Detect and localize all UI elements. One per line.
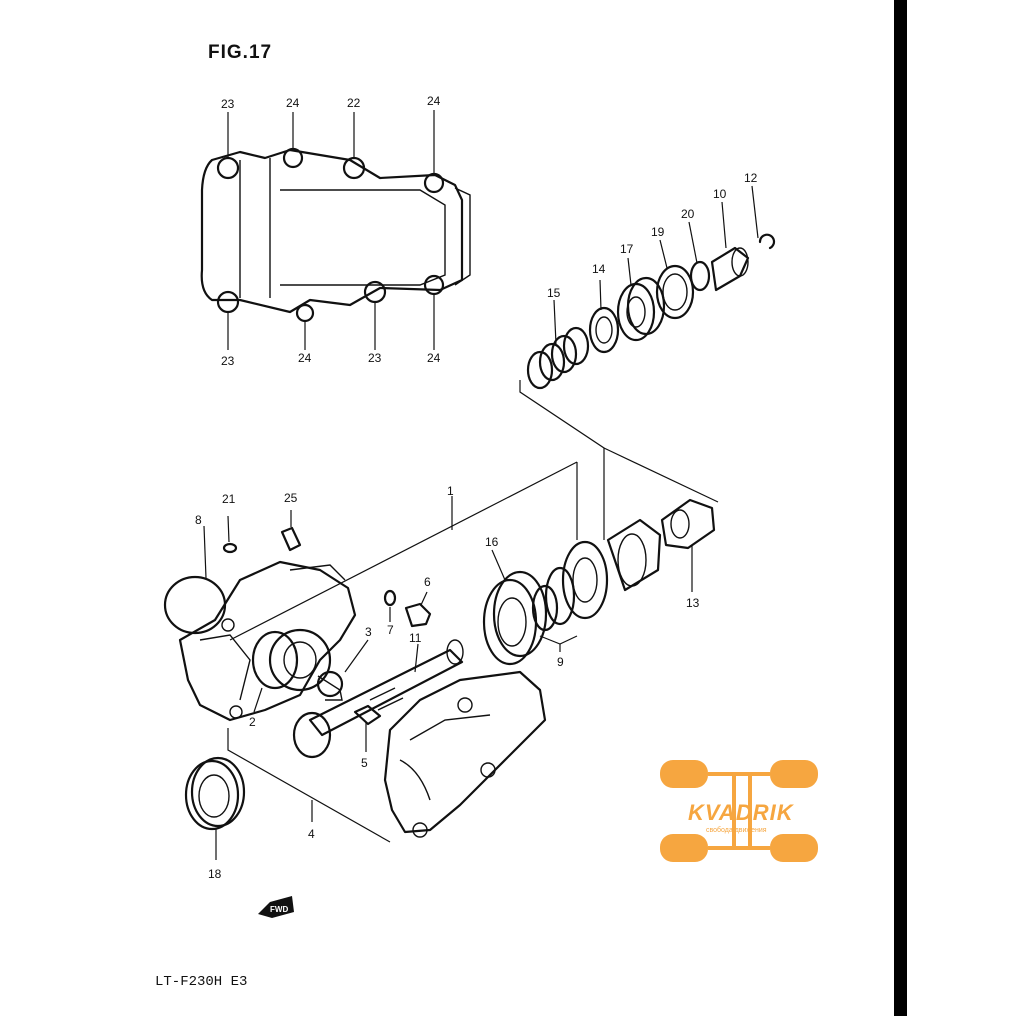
callout-6: 6	[424, 575, 431, 589]
callout-1: 1	[447, 484, 454, 498]
callout-25: 25	[284, 491, 298, 505]
gear-case-cover-4	[383, 670, 547, 838]
o-ring-8	[163, 575, 227, 635]
assembly-leaders	[229, 380, 719, 641]
tire-icon	[660, 760, 818, 862]
kvadrik-logo: KVADRIK свобода движения	[660, 760, 818, 862]
callout-4: 4	[308, 827, 315, 841]
callout-2: 2	[249, 715, 256, 729]
svg-text:KVADRIK: KVADRIK	[688, 800, 795, 825]
collar	[606, 518, 662, 592]
callout-23-top: 23	[221, 97, 235, 111]
bolt-6	[404, 602, 432, 628]
callout-10: 10	[713, 187, 727, 201]
gearcase-cover-plate	[200, 147, 471, 323]
callout-24-top-2: 24	[427, 94, 441, 108]
figure-title: FIG.17	[208, 42, 272, 63]
ring-19	[655, 264, 695, 320]
shaft-11	[292, 639, 464, 759]
pin-25	[280, 526, 302, 552]
callout-11: 11	[409, 631, 422, 645]
pin-5	[353, 704, 382, 726]
callout-24-bottom-2: 24	[427, 351, 441, 365]
callout-23-bottom-mid: 23	[368, 351, 382, 365]
fwd-arrow-icon: FWD	[258, 896, 294, 918]
dowel-21	[222, 542, 238, 554]
callout-7: 7	[387, 623, 394, 637]
callout-24-top-1: 24	[286, 96, 300, 110]
callout-12: 12	[744, 171, 758, 185]
callout-21: 21	[222, 492, 236, 506]
model-number: LT-F230H E3	[155, 974, 247, 990]
callout-14: 14	[592, 262, 606, 276]
callout-15: 15	[547, 286, 561, 300]
ring-20	[689, 260, 711, 292]
spring-15	[526, 326, 590, 390]
callout-17: 17	[620, 242, 634, 256]
callout-3: 3	[365, 625, 372, 639]
gear-case-housing	[178, 560, 357, 722]
callout-19: 19	[651, 225, 665, 239]
callout-23-bottom-left: 23	[221, 354, 235, 368]
callout-16: 16	[485, 535, 499, 549]
callout-22: 22	[347, 96, 361, 110]
callout-18: 18	[208, 867, 222, 881]
callout-20: 20	[681, 207, 695, 221]
oil-seal-18	[184, 756, 246, 831]
washer-14	[588, 306, 620, 354]
callout-5: 5	[361, 756, 368, 770]
callout-24-bottom-1: 24	[298, 351, 312, 365]
bearing-17	[616, 276, 666, 342]
callout-8: 8	[195, 513, 202, 527]
washer-7	[383, 589, 397, 607]
svg-text:свобода движения: свобода движения	[706, 826, 767, 834]
callout-9: 9	[557, 655, 564, 669]
bearing-16	[482, 570, 548, 666]
gear-2	[251, 628, 344, 701]
page-border-bar	[894, 0, 907, 1016]
circlip-12	[758, 233, 776, 250]
svg-text:FWD: FWD	[270, 905, 288, 914]
callout-13: 13	[686, 596, 700, 610]
coupler-13	[660, 498, 716, 550]
sleeve-10	[710, 246, 750, 292]
cover-callout-leaders	[227, 110, 435, 350]
ring-set-9	[531, 540, 609, 632]
